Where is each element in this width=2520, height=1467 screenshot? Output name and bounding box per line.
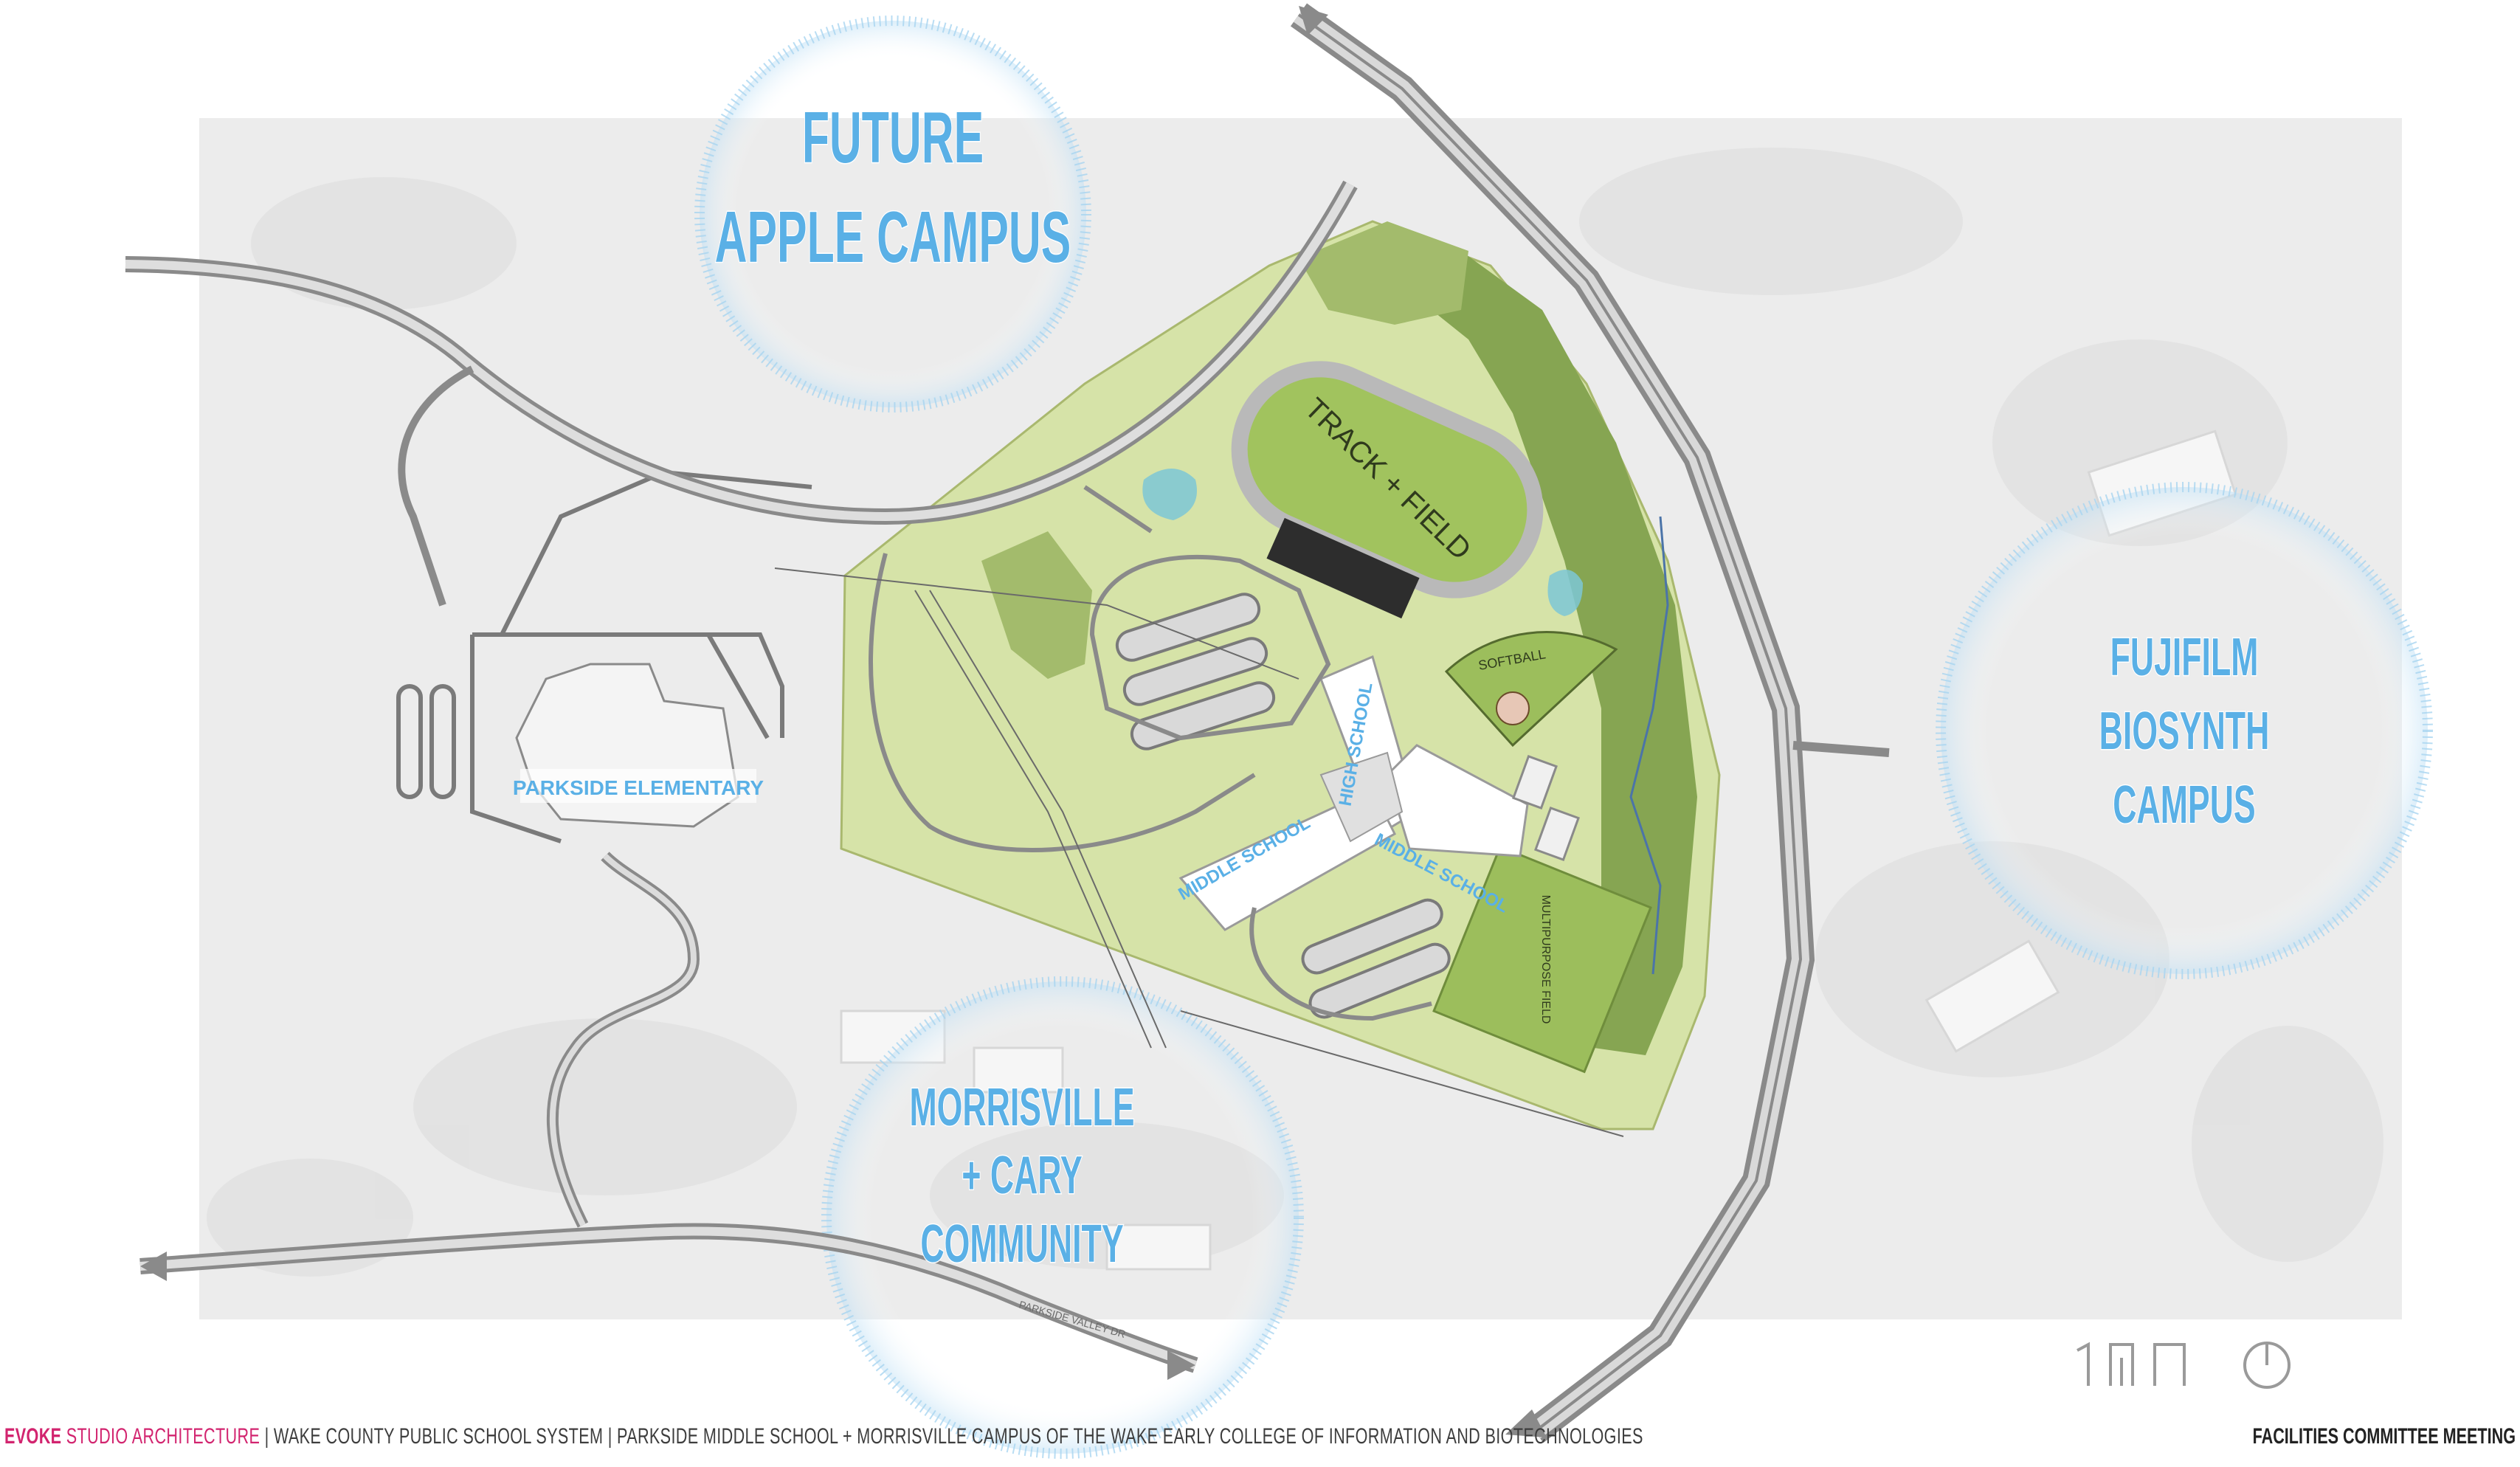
multipurpose-field: MULTIPURPOSE FIELD [1432,845,1652,1074]
detention-pond-north [1142,469,1197,520]
footer-meeting: FACILITIES COMMITTEE MEETING [2252,1424,2516,1449]
footer: EVOKE STUDIO ARCHITECTURE | WAKE COUNTY … [0,1418,2520,1463]
future-apple-line2: APPLE CAMPUS [715,197,1071,277]
fujifilm-line3: CAMPUS [2113,775,2255,835]
fujifilm-line1: FUJIFILM [2110,627,2259,687]
east-highway-centerline [1297,13,1803,1433]
footer-project-text: | WAKE COUNTY PUBLIC SCHOOL SYSTEM | PAR… [260,1424,1643,1449]
fujifilm-connector [1792,741,1890,757]
north-arc-road-center [125,182,1355,522]
school-buildings [1178,655,1529,931]
wooded-buffer-east [1432,251,1697,1055]
morrisville-line1: MORRISVILLE [910,1077,1135,1137]
middle-school-building-left [1178,788,1396,931]
direction-arrows [140,6,1547,1437]
halo-future-apple [694,15,1091,413]
rail-corridor [774,567,1624,1137]
scale-bar-icon [2077,1342,2186,1386]
footer-studio: STUDIO ARCHITECTURE [61,1424,260,1449]
context-labels: FUTURE APPLE CAMPUS FUJIFILM BIOSYNTH CA… [714,97,2270,1274]
arrow-north-icon [1299,6,1328,35]
detention-pond-east [1547,570,1583,616]
middle-school-building-right [1386,744,1529,857]
stream [1629,516,1669,975]
softball-field: SOFTBALL [1444,631,1618,748]
parkside-elementary: PARKSIDE ELEMENTARY [396,469,812,843]
north-arrow-icon [2243,1342,2291,1389]
arrow-south-icon [1505,1409,1547,1437]
south-road-center [139,1226,1197,1370]
multipurpose-label: MULTIPURPOSE FIELD [1539,895,1552,1024]
central-commons [1319,751,1404,843]
parkside-elementary-label: PARKSIDE ELEMENTARY [513,776,764,799]
internal-roads [869,485,1432,1021]
parking-lots [1115,593,1451,1019]
wooded-buffer-north [1299,221,1468,325]
footer-credits: EVOKE STUDIO ARCHITECTURE | WAKE COUNTY … [4,1424,1643,1449]
future-apple-line1: FUTURE [802,97,984,178]
footer-brand: EVOKE [4,1424,62,1449]
stadium-stands [1266,517,1420,619]
fujifilm-line2: BIOSYNTH [2099,701,2270,761]
halo-fujifilm [1936,482,2433,979]
arrow-southeast-icon [1167,1350,1195,1380]
arrow-west-icon [140,1252,167,1281]
morrisville-line3: COMMUNITY [920,1214,1123,1274]
halo-morrisville [821,976,1304,1459]
morrisville-line2: + CARY [962,1145,1082,1205]
west-access-road-center [550,854,697,1226]
wooded-buffer-west [981,531,1092,679]
northwest-loop-road [398,365,474,607]
major-roads [125,3,1890,1443]
service-buildings [1512,755,1580,861]
